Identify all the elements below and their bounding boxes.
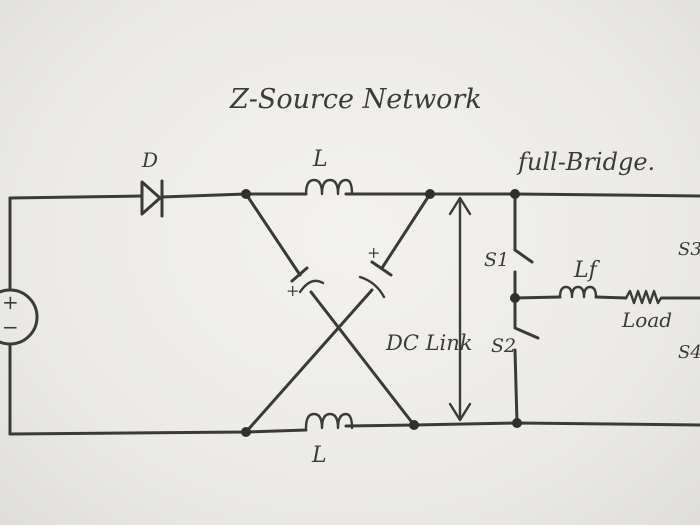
inductor-bottom-coil [304,412,354,430]
filter-inductor-label: Lf [573,258,601,283]
node-bridge-mid [510,293,520,303]
inductor-bottom [304,412,354,430]
wire-bottom-left [8,428,308,436]
wire-bottom-rail [344,421,700,428]
dc-link-label: DC Link [385,331,473,355]
source-circle [0,288,39,346]
wire-source-to-diode [8,194,144,200]
cap-right-wire-b [244,288,374,434]
filter-inductor-coil [558,285,598,299]
inductor-top-coil [304,178,354,196]
cap-right-wire-a [380,192,432,270]
switch-s2-wire [513,348,519,425]
capacitor-left-branch: + [244,192,416,427]
dc-source: + − [0,196,39,436]
cap-right-plate-a [370,260,393,277]
node-bottom-bridge [512,418,522,428]
wire-top-rail [344,192,700,198]
cap-left-wire-a [244,192,302,277]
node-top-left [241,189,251,199]
switch-s1 [513,192,534,264]
diode-label: D [141,148,158,172]
full-bridge-label: full-Bridge. [516,148,655,176]
switch-s3-label: S3 [678,239,700,260]
capacitor-right-branch: + [244,192,432,434]
cap-left-wire-b [309,290,416,427]
cap-left-plate-a [290,266,309,283]
cap-left-polarity: + [286,281,299,300]
diode-body [140,180,162,216]
switch-s2-label: S2 [491,335,516,357]
bridge-leg-left [513,192,540,425]
wire-lf-to-load [594,295,628,300]
inductor-top [304,178,354,196]
switch-s2 [513,296,540,340]
node-bottom-right [409,420,419,430]
switch-s4-label: S4 [678,342,700,363]
node-bottom-left [241,427,251,437]
cap-left-plate-b [298,279,325,294]
dc-link-arrowhead-top [448,196,472,216]
cap-right-polarity: + [367,243,380,262]
inductor-top-label: L [312,147,328,172]
load-resistor [624,289,663,305]
source-minus-label: − [2,315,19,339]
wire-diode-to-node [160,192,248,199]
dc-link-arrow [448,196,472,422]
dc-link-arrowhead-bottom [448,402,472,422]
cap-right-plate-b [358,275,386,299]
inductor-bottom-label: L [311,443,327,468]
node-top-right [425,189,435,199]
load-label: Load [621,308,672,332]
diagram-title: Z-Source Network [229,84,482,115]
switch-s1-label: S1 [484,249,509,271]
node-top-bridge [510,189,520,199]
diode [140,179,164,218]
wire-to-lf [513,295,562,300]
source-plus-label: + [2,290,19,314]
